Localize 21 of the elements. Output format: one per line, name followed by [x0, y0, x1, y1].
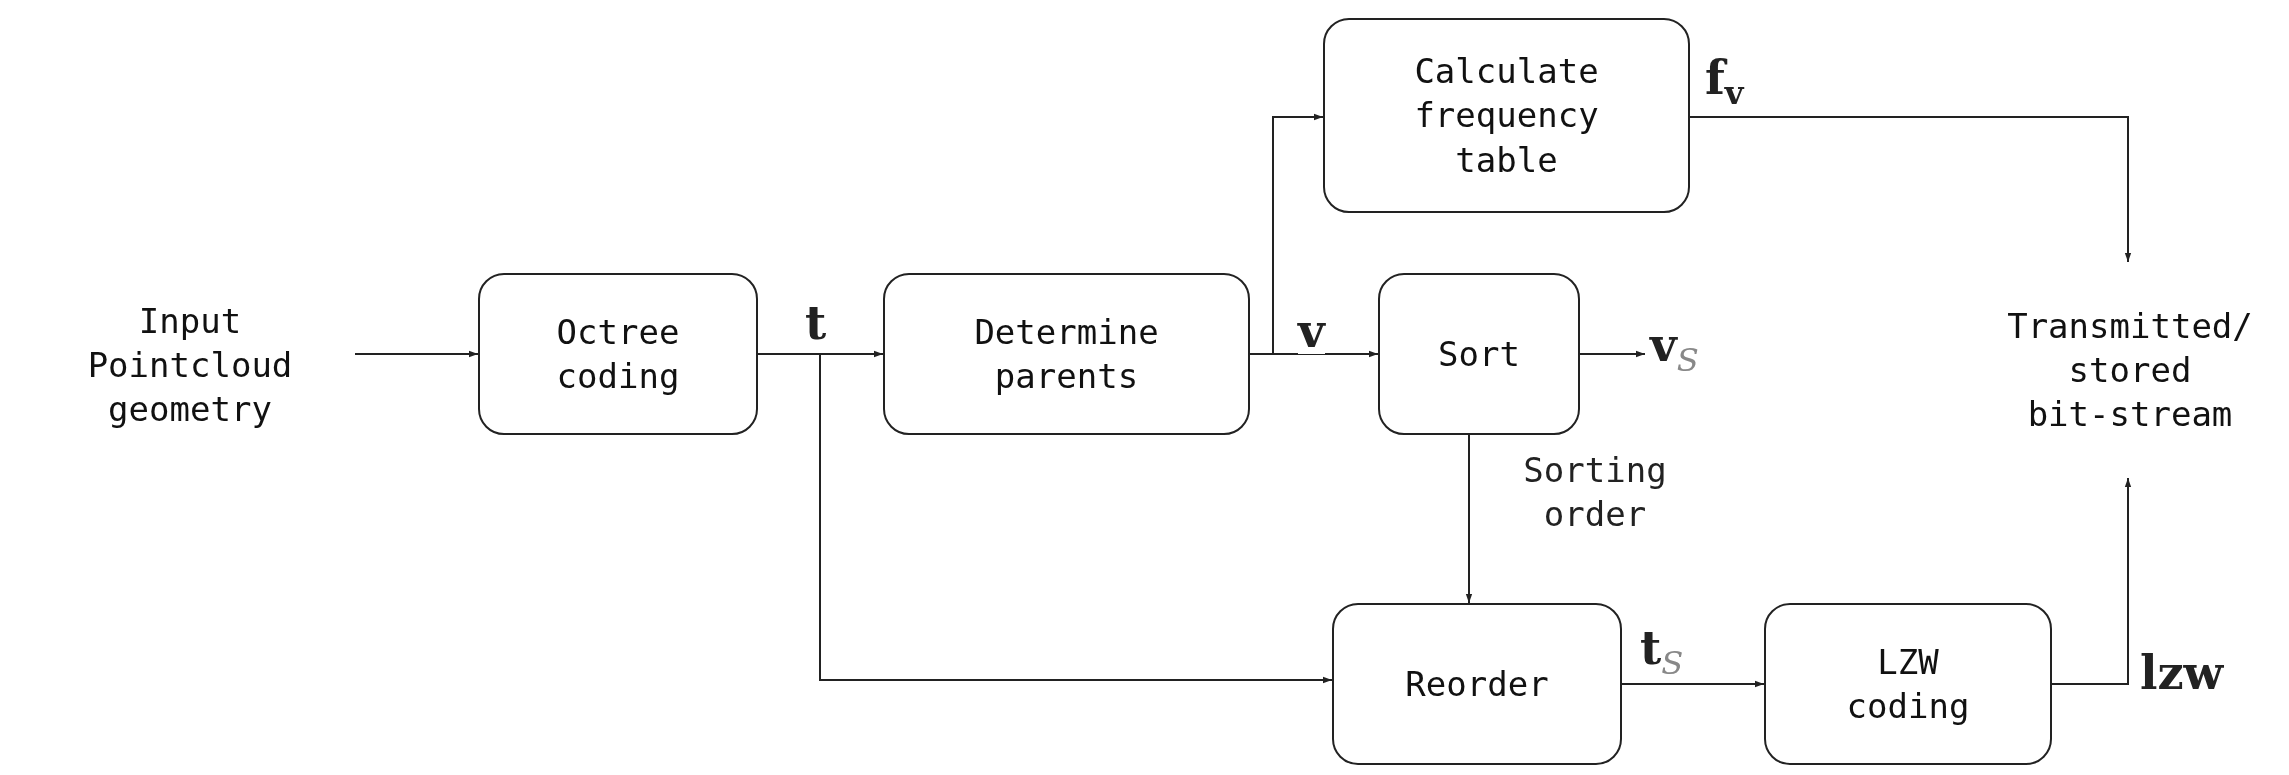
box-label: Calculate frequency table: [1413, 50, 1600, 182]
arrow: [1689, 116, 2132, 263]
box-label: Sort: [1437, 332, 1521, 376]
process-box: [1764, 603, 2052, 765]
arrow: [1465, 434, 1473, 604]
box-label: Reorder: [1404, 662, 1550, 706]
arrow: [1249, 350, 1379, 358]
process-box: [478, 273, 758, 435]
text-label: Input Pointcloud geometry: [86, 299, 294, 432]
arrow: [2051, 477, 2132, 685]
box-label: LZW coding: [1845, 640, 1971, 728]
process-box: [1323, 18, 1690, 213]
text-label: Transmitted/ stored bit-stream: [2006, 304, 2254, 437]
arrow: [354, 350, 479, 358]
process-box: [1378, 273, 1580, 435]
arrow: [1621, 680, 1765, 688]
process-box: [883, 273, 1250, 435]
arrow: [1579, 350, 1646, 358]
box-label: Determine parents: [973, 310, 1160, 398]
box-label: Octree coding: [555, 310, 681, 398]
process-box: [1332, 603, 1622, 765]
